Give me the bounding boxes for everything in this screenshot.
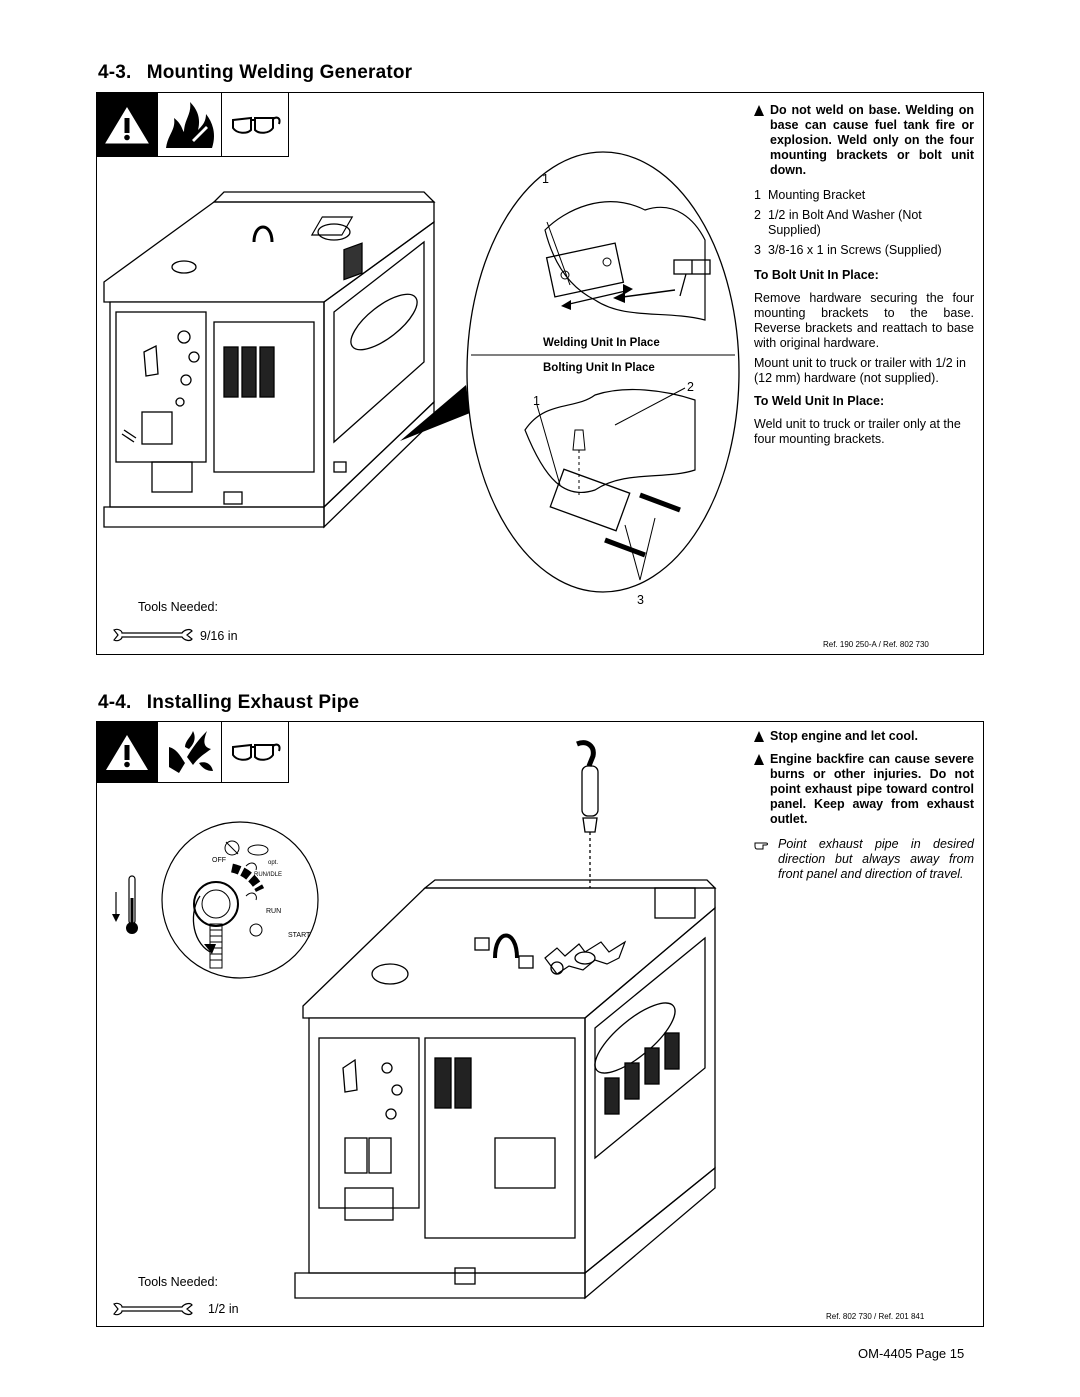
wrench-icon bbox=[112, 1302, 194, 1316]
warning-icon bbox=[97, 722, 159, 782]
section-title-exhaust: 4-4. Installing Exhaust Pipe bbox=[98, 692, 360, 713]
switch-label-run: RUN bbox=[266, 908, 282, 915]
mounting-warning-text: Do not weld on base. Welding on base can… bbox=[770, 103, 974, 177]
tool-size-2: 1/2 in bbox=[208, 1302, 239, 1316]
generator-illustration bbox=[103, 162, 494, 542]
safety-icons-box-2 bbox=[96, 721, 289, 783]
switch-label-opt: opt. bbox=[268, 860, 279, 866]
hazard-triangle-icon bbox=[754, 752, 764, 827]
page-footer: OM-4405 Page 15 bbox=[858, 1346, 965, 1361]
switch-label-run-idle: RUN/IDLE bbox=[254, 872, 283, 878]
pointing-hand-icon bbox=[754, 837, 772, 882]
list-item-number: 2 bbox=[754, 208, 761, 222]
callout-2: 2 bbox=[687, 380, 694, 394]
switch-label-start: START bbox=[288, 932, 311, 939]
callout-1-bottom: 1 bbox=[533, 394, 540, 408]
weld-text: Weld unit to truck or trailer only at th… bbox=[754, 417, 961, 446]
reference-number-2: Ref. 802 730 / Ref. 201 841 bbox=[826, 1312, 925, 1321]
caption-bolting-in-place: Bolting Unit In Place bbox=[543, 362, 655, 374]
list-item: 1 Mounting Bracket bbox=[754, 188, 974, 203]
mounting-section-frame bbox=[96, 92, 984, 655]
list-item-text: 1/2 in Bolt And Washer (Not Supplied) bbox=[768, 208, 922, 237]
exhaust-hazard-warning-1: Stop engine and let cool. bbox=[754, 729, 974, 746]
exhaust-note: Point exhaust pipe in desired direction … bbox=[754, 837, 974, 882]
detail-pointer-wedge bbox=[400, 383, 470, 443]
weld-symbol-icon bbox=[670, 258, 714, 300]
exhaust-section-frame bbox=[96, 721, 984, 1327]
mounting-detail-oval bbox=[465, 150, 741, 595]
exhaust-note-text: Point exhaust pipe in desired direction … bbox=[778, 837, 974, 881]
list-item-text: Mounting Bracket bbox=[768, 188, 866, 202]
hazard-triangle-icon bbox=[754, 103, 764, 178]
list-item: 3 3/8-16 x 1 in Screws (Supplied) bbox=[754, 243, 974, 258]
engine-switch-illustration bbox=[160, 820, 320, 980]
safety-icons-box bbox=[96, 92, 289, 157]
exhaust-warning-1-text: Stop engine and let cool. bbox=[770, 729, 918, 743]
list-item: 2 1/2 in Bolt And Washer (Not Supplied) bbox=[754, 208, 974, 238]
exhaust-instructions: Stop engine and let cool. Engine backfir… bbox=[754, 729, 974, 882]
list-item-number: 3 bbox=[754, 243, 761, 257]
list-item-text: 3/8-16 x 1 in Screws (Supplied) bbox=[768, 243, 942, 257]
thermometer-icon bbox=[108, 868, 148, 936]
exhaust-warning-2-text: Engine backfire can cause severe burns o… bbox=[770, 752, 974, 826]
reference-number: Ref. 190 250-A / Ref. 802 730 bbox=[823, 640, 929, 649]
wrench-icon bbox=[112, 628, 194, 642]
weld-heading: To Weld Unit In Place: bbox=[754, 394, 885, 408]
hot-surface-icon bbox=[158, 722, 222, 782]
callout-1-top: 1 bbox=[542, 172, 549, 186]
hazard-triangle-icon bbox=[754, 729, 764, 746]
section-title-mounting: 4-3. Mounting Welding Generator bbox=[98, 62, 413, 83]
safety-glasses-icon bbox=[222, 93, 288, 156]
caption-welding-in-place: Welding Unit In Place bbox=[543, 337, 660, 349]
generator-exhaust-illustration bbox=[294, 738, 725, 1308]
tools-needed-label: Tools Needed: bbox=[138, 600, 218, 614]
safety-glasses-icon bbox=[222, 722, 288, 782]
callout-3: 3 bbox=[637, 593, 644, 607]
fire-icon bbox=[158, 93, 222, 156]
bolt-text-1: Remove hardware securing the four mounti… bbox=[754, 291, 974, 350]
tools-needed-label-2: Tools Needed: bbox=[138, 1275, 218, 1289]
warning-icon bbox=[97, 93, 159, 156]
mounting-hazard-warning: Do not weld on base. Welding on base can… bbox=[754, 103, 974, 178]
switch-label-off: OFF bbox=[212, 857, 226, 864]
bolt-heading: To Bolt Unit In Place: bbox=[754, 268, 879, 282]
list-item-number: 1 bbox=[754, 188, 761, 202]
exhaust-hazard-warning-2: Engine backfire can cause severe burns o… bbox=[754, 752, 974, 827]
mounting-instructions: Do not weld on base. Welding on base can… bbox=[754, 103, 974, 447]
tool-size: 9/16 in bbox=[200, 629, 238, 643]
bolt-text-2: Mount unit to truck or trailer with 1/2 … bbox=[754, 356, 966, 385]
